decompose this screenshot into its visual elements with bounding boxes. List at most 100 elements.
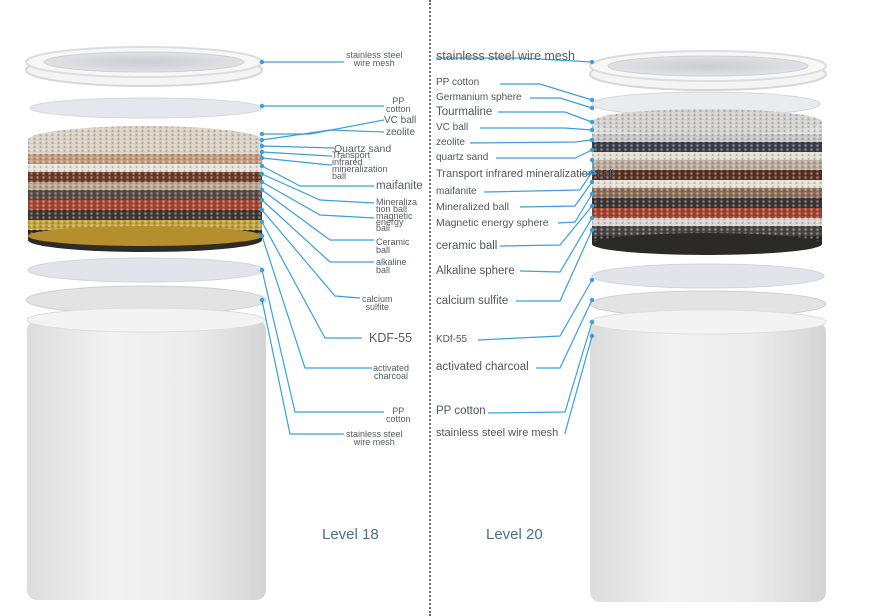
left-label-pp-cotton-top: PP cotton	[386, 96, 411, 114]
left-level-label: Level 18	[322, 526, 379, 543]
right-leader-line	[519, 181, 593, 208]
left-leader-dot	[259, 297, 265, 303]
right-leader-line	[580, 159, 596, 175]
right-leader-dot	[589, 169, 595, 175]
right-label-pp-cotton-top: PP cotton	[436, 77, 480, 88]
left-leader-line	[261, 181, 375, 219]
right-leader-dot	[589, 277, 595, 283]
left-leader-line	[261, 235, 372, 369]
right-label-pp-cotton-bottom: PP cotton	[436, 405, 486, 417]
left-leader-line	[261, 269, 384, 413]
right-leader-line	[436, 57, 593, 63]
left-leader-dot	[259, 103, 265, 109]
left-leader-dot	[259, 233, 265, 239]
right-leader-dot	[589, 179, 595, 185]
right-leader-line	[480, 127, 593, 131]
left-leader-lines	[259, 59, 385, 435]
left-leader-line	[261, 221, 362, 339]
left-label-alkaline-ball: alkaline ball	[376, 257, 407, 275]
right-cylinder-body	[589, 309, 827, 602]
right-media-layers	[592, 109, 822, 255]
left-leader-dot	[259, 59, 265, 65]
right-leader-dot	[589, 127, 595, 133]
right-leader-dot	[589, 297, 595, 303]
left-leader-dot	[259, 155, 265, 161]
right-leader-dot	[589, 105, 595, 111]
right-leader-dot	[589, 97, 595, 103]
right-label-kdf-55: KDf-55	[436, 334, 468, 345]
center-divider	[429, 0, 431, 616]
left-label-pp-cotton-bottom: PP cotton	[386, 406, 411, 424]
right-leader-line	[557, 193, 593, 224]
left-leader-dot	[259, 149, 265, 155]
left-leader-dot	[259, 219, 265, 225]
left-leader-line	[261, 173, 375, 204]
right-leader-line	[564, 335, 593, 434]
left-label-mineralization-ball: Mineraliza tion ball	[376, 197, 418, 214]
left-leader-line	[261, 199, 374, 263]
left-label-transport-infrared: Transport infrared mineralization ball	[332, 150, 388, 181]
right-leader-lines	[436, 57, 596, 434]
right-alkaline-disc	[591, 263, 825, 289]
left-label-zeolite: zeolite	[386, 127, 415, 138]
left-label-magnetic-energy-ball: magnetic energy ball	[376, 211, 413, 233]
right-label-germanium-sphere: Germanium sphere	[436, 92, 522, 103]
right-leader-line	[483, 171, 593, 193]
right-label-ceramic-ball: ceramic ball	[436, 240, 498, 252]
right-leader-line	[530, 97, 593, 109]
right-label-quartz-sand: quartz sand	[436, 152, 489, 163]
left-alkaline-disc	[27, 257, 265, 283]
left-label-maifanite: maifanite	[376, 180, 423, 192]
right-leader-dot	[589, 191, 595, 197]
right-leader-dot	[589, 157, 595, 163]
left-leader-line	[261, 299, 344, 435]
right-label-maifanite: maifanite	[436, 186, 477, 197]
right-label-activated-charcoal: activated charcoal	[436, 361, 529, 373]
right-label-zeolite: zeolite	[436, 137, 465, 148]
left-label-quartz-sand: Quartz sand	[334, 143, 392, 155]
right-label-magnetic-energy-sphere: Magnetic energy sphere	[436, 217, 549, 229]
left-leader-line	[261, 151, 332, 157]
left-leader-line	[261, 157, 332, 166]
right-label-transport-infrared: Transport infrared mineralization ball	[436, 168, 615, 180]
right-leader-line	[477, 279, 593, 341]
left-leader-line	[261, 189, 374, 241]
left-top-ring	[25, 46, 263, 87]
left-leader-dot	[259, 137, 265, 143]
right-leader-dot	[589, 59, 595, 65]
left-label-stainless-top: stainless steel wire mesh	[346, 50, 403, 68]
left-leader-dot	[259, 197, 265, 203]
left-leader-dot	[259, 187, 265, 193]
left-leader-line	[262, 119, 385, 135]
right-leader-dot	[589, 147, 595, 153]
right-label-stainless-top: stainless steel wire mesh	[436, 49, 575, 63]
right-leader-dot	[589, 319, 595, 325]
right-leader-dot	[589, 119, 595, 125]
right-leader-dot	[589, 215, 595, 221]
right-label-tourmaline: Tourmaline	[436, 106, 493, 118]
left-leader-dot	[259, 131, 265, 137]
right-leader-line	[516, 229, 593, 302]
right-leader-line	[500, 83, 593, 101]
right-leader-dot	[589, 137, 595, 143]
right-leader-line	[499, 205, 593, 247]
left-label-ceramic-ball: Ceramic ball	[376, 237, 410, 255]
left-label-stainless-bottom: stainless steel wire mesh	[346, 429, 403, 447]
right-label-mineralized-ball: Mineralized ball	[436, 201, 509, 213]
right-leader-line	[519, 217, 593, 273]
left-label-activated-charcoal: activated charcoal	[373, 363, 410, 381]
right-top-ring	[589, 50, 827, 91]
right-leader-line	[487, 321, 593, 414]
left-leader-line	[261, 165, 374, 187]
left-leader-dot	[259, 143, 265, 149]
right-leader-dot	[589, 227, 595, 233]
right-leader-line	[498, 111, 593, 123]
right-leader-dot	[589, 333, 595, 339]
right-label-vc-ball: VC ball	[436, 122, 469, 133]
left-leader-line	[261, 209, 361, 299]
right-leader-line	[469, 139, 593, 144]
right-leader-line	[536, 299, 593, 369]
right-label-alkaline-sphere: Alkaline sphere	[436, 265, 515, 277]
left-label-calcium-sulfite: calcium sulfite	[362, 294, 393, 312]
